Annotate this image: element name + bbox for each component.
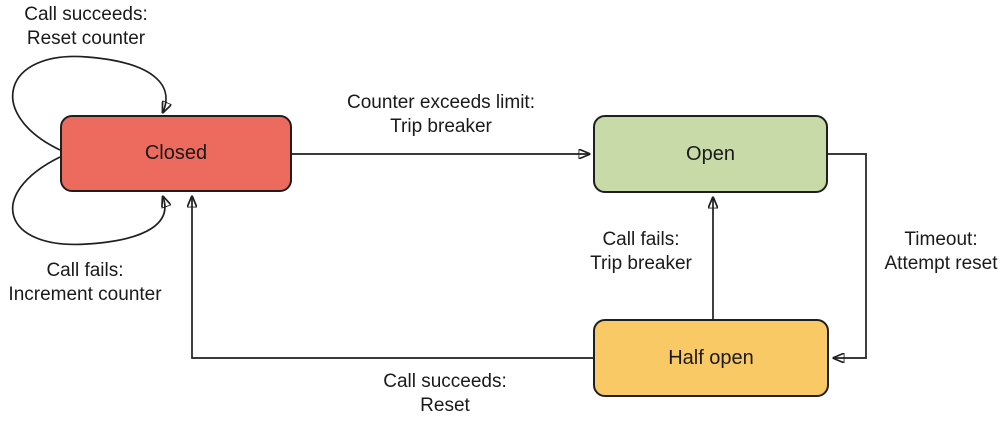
- state-half-open: Half open: [593, 319, 829, 397]
- state-open: Open: [593, 115, 828, 193]
- label-line: Increment counter: [8, 284, 162, 305]
- state-open-label: Open: [686, 142, 735, 165]
- state-closed: Closed: [60, 115, 292, 192]
- label-line: Attempt reset: [884, 253, 998, 274]
- label-line: Trip breaker: [590, 253, 692, 274]
- arrow-halfopen-to-closed: [192, 197, 593, 359]
- label-line: Counter exceeds limit:: [347, 92, 535, 113]
- label-line: Call fails:: [46, 260, 124, 281]
- label-line: Reset counter: [26, 28, 146, 49]
- label-closed-self-fail: Call fails: Increment counter: [0, 259, 185, 307]
- label-halfopen-to-closed: Call succeeds: Reset: [335, 370, 555, 418]
- label-line: Call fails:: [602, 229, 680, 250]
- label-line: Timeout:: [904, 229, 978, 250]
- label-line: Trip breaker: [390, 116, 492, 137]
- label-closed-self-success: Call succeeds: Reset counter: [0, 3, 186, 51]
- label-open-to-halfopen: Timeout: Attempt reset: [841, 228, 1004, 276]
- state-closed-label: Closed: [144, 142, 208, 164]
- label-line: Call succeeds:: [383, 371, 507, 392]
- label-line: Reset: [420, 395, 470, 416]
- label-closed-to-open: Counter exceeds limit: Trip breaker: [331, 91, 551, 139]
- state-half-open-label: Half open: [668, 346, 754, 369]
- label-line: Call succeeds:: [24, 4, 148, 25]
- label-halfopen-to-open: Call fails: Trip breaker: [541, 228, 741, 276]
